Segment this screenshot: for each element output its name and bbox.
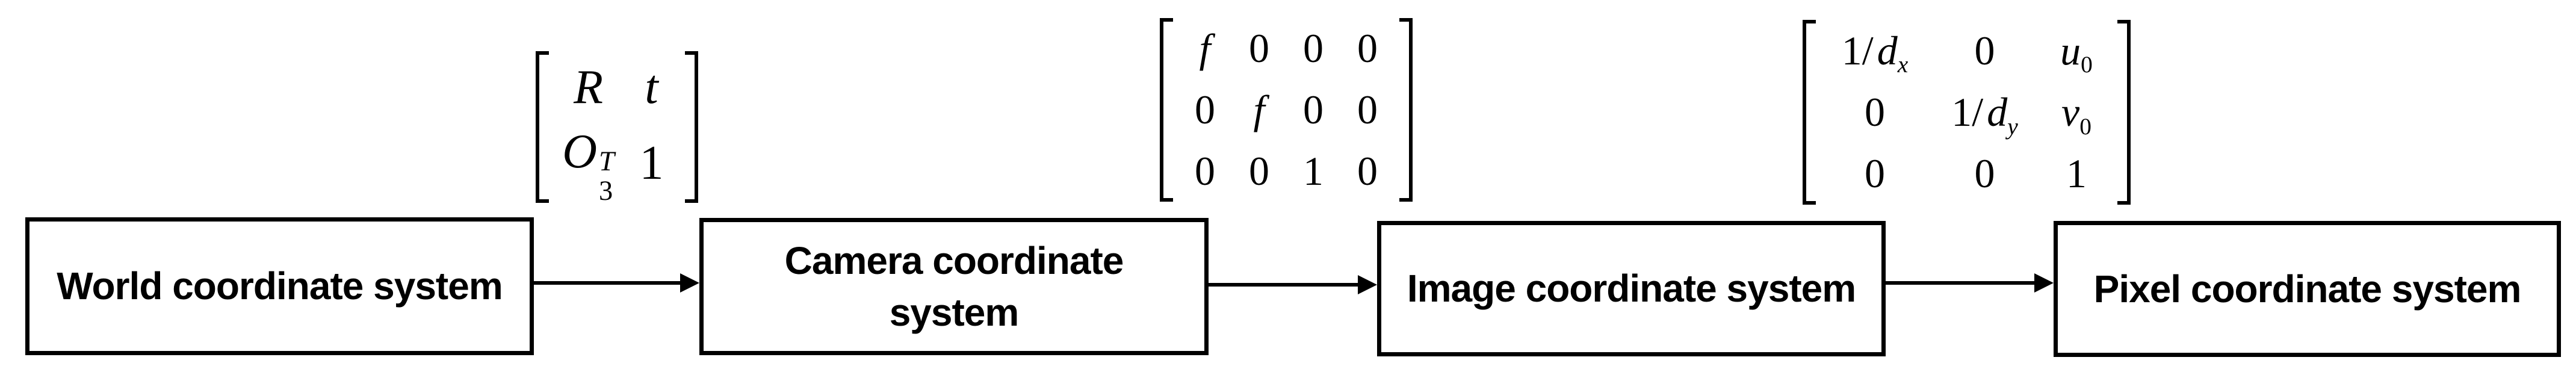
matrix-cell: 0	[1195, 86, 1215, 132]
right-bracket	[685, 51, 698, 203]
matrix-symbol: v	[2061, 88, 2080, 135]
matrix-cell: 0	[1249, 25, 1269, 72]
matrix-cell: 0	[1303, 86, 1324, 132]
matrix-symbol: O	[562, 125, 597, 178]
box-camera-coordinate-system: Camera coordinate system	[699, 218, 1209, 355]
matrix-cell: 0	[1357, 86, 1378, 132]
box-label-line2: system	[889, 291, 1020, 334]
matrix-cell: u 0	[2060, 27, 2093, 78]
subscript: 3	[598, 175, 613, 206]
fraction-prefix: 1/	[1951, 88, 1984, 135]
matrix-projection: f 0 0 0 0 f 0 0 0 0 1 0	[1160, 18, 1413, 202]
matrix-cell: 0	[1974, 150, 1995, 197]
matrix-cell: R	[574, 61, 603, 114]
arrow-shaft	[1886, 281, 2034, 285]
left-bracket	[1803, 20, 1816, 205]
box-label-line1: Camera coordinate	[784, 238, 1124, 282]
matrix-cell: 0	[1865, 150, 1885, 197]
superscript: T	[598, 146, 615, 178]
matrix-cell: 1	[639, 137, 664, 190]
box-pixel-coordinate-system: Pixel coordinate system	[2054, 221, 2561, 357]
matrix-cell: O T 3	[562, 125, 615, 206]
matrix-cell: 1	[2066, 150, 2087, 197]
subscript: y	[2007, 113, 2018, 140]
arrow-head-icon	[680, 273, 699, 293]
box-world-coordinate-system: World coordinate system	[25, 217, 534, 355]
flow-arrow-image-to-pixel	[1886, 273, 2054, 293]
arrow-shaft	[1209, 283, 1358, 287]
matrix-extrinsic: R t O T 3 1	[536, 51, 698, 206]
subscript: 0	[2081, 51, 2093, 78]
right-bracket	[1399, 18, 1413, 202]
box-label: Image coordinate system	[1407, 267, 1856, 311]
arrow-head-icon	[2034, 273, 2054, 293]
matrix-cell: 1/ d y	[1951, 88, 2017, 140]
box-label: Pixel coordinate system	[2093, 267, 2522, 311]
matrix-cell: 1/ d x	[1841, 27, 1909, 78]
matrix-body: 1/ d x 0 u 0 0 1/ d y v 0 0 0 1	[1821, 20, 2113, 205]
matrix-cell: 0	[1974, 27, 1995, 73]
matrix-body: f 0 0 0 0 f 0 0 0 0 1 0	[1178, 18, 1395, 202]
matrix-cell: 1	[1303, 147, 1324, 194]
arrow-head-icon	[1358, 275, 1377, 294]
matrix-cell: 0	[1357, 25, 1378, 72]
sup-sub-stack: T 3	[599, 147, 615, 206]
box-label: World coordinate system	[57, 264, 503, 308]
matrix-cell: f	[1199, 25, 1211, 72]
arrow-shaft	[534, 281, 680, 285]
matrix-cell: 0	[1357, 147, 1378, 194]
subscript: x	[1897, 51, 1909, 78]
matrix-cell: 0	[1195, 147, 1215, 194]
matrix-symbol: d	[1987, 88, 2008, 135]
matrix-cell: 0	[1865, 88, 1885, 135]
matrix-symbol: d	[1877, 27, 1898, 73]
matrix-cell: v 0	[2061, 88, 2091, 140]
box-image-coordinate-system: Image coordinate system	[1377, 221, 1886, 356]
right-bracket	[2117, 20, 2131, 205]
matrix-cell: 0	[1303, 25, 1324, 72]
fraction-prefix: 1/	[1841, 27, 1874, 73]
left-bracket	[1160, 18, 1173, 202]
flow-arrow-world-to-camera	[534, 273, 699, 293]
matrix-symbol: u	[2060, 27, 2081, 73]
matrix-cell: 0	[1249, 147, 1269, 194]
subscript: 0	[2079, 113, 2091, 140]
matrix-cell: t	[645, 61, 658, 114]
flow-arrow-camera-to-image	[1209, 274, 1377, 295]
matrix-cell: f	[1253, 86, 1265, 132]
matrix-pixel-scaling: 1/ d x 0 u 0 0 1/ d y v 0 0 0 1	[1803, 20, 2131, 205]
left-bracket	[536, 51, 549, 203]
matrix-body: R t O T 3 1	[554, 51, 680, 206]
